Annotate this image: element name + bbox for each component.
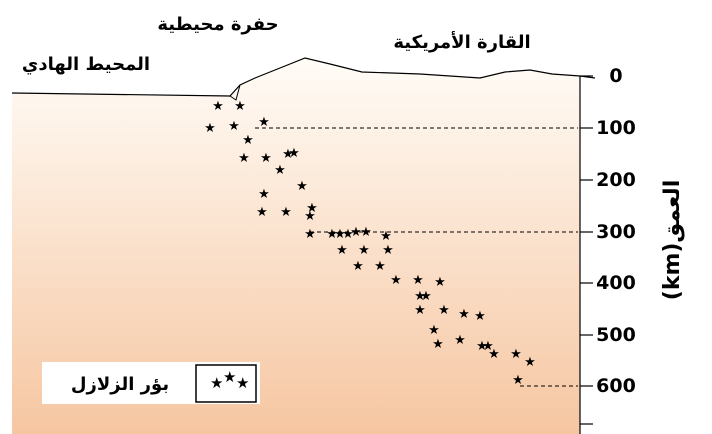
earthquake-focus-star: ★ — [454, 333, 466, 348]
surface-profile-line — [11, 57, 596, 97]
earthquake-focus-star: ★ — [234, 99, 246, 114]
earthquake-focus-star: ★ — [414, 289, 426, 304]
earthquake-focus-star: ★ — [288, 146, 300, 161]
depth-axis-title: (km)العمق — [660, 180, 685, 300]
legend-star-icon: ★ — [210, 374, 223, 392]
earthquake-focus-star: ★ — [306, 201, 318, 216]
earthquake-focus-star: ★ — [414, 303, 426, 318]
earthquake-focus-star: ★ — [242, 133, 254, 148]
earthquake-focus-star: ★ — [334, 227, 346, 242]
earthquake-focus-star: ★ — [258, 187, 270, 202]
tick-label-400: 400 — [596, 272, 636, 294]
tick-label-600: 600 — [596, 375, 636, 397]
earthquake-focus-star: ★ — [274, 163, 286, 178]
label-american-continent: القارة الأمريكية — [393, 31, 530, 53]
earthquake-focus-star: ★ — [474, 309, 486, 324]
earthquake-focus-star: ★ — [412, 273, 424, 288]
legend: ★ ★ ★ بؤر الزلازل — [42, 362, 260, 404]
legend-label: بؤر الزلازل — [71, 374, 169, 395]
earthquake-focus-star: ★ — [260, 151, 272, 166]
earthquake-focus-star: ★ — [458, 307, 470, 322]
earthquake-focus-star: ★ — [380, 229, 392, 244]
earthquake-focus-star: ★ — [438, 303, 450, 318]
depth-tick-labels: 0 100 200 300 400 500 600 — [596, 65, 636, 397]
earthquake-focus-star: ★ — [524, 355, 536, 370]
earthquake-focus-star: ★ — [352, 259, 364, 274]
earthquake-focus-star: ★ — [512, 373, 524, 388]
earthquake-focus-star: ★ — [228, 119, 240, 134]
earthquake-focus-star: ★ — [482, 339, 494, 354]
tick-label-0: 0 — [609, 65, 622, 87]
earthquake-focus-star: ★ — [374, 259, 386, 274]
earthquake-focus-star: ★ — [296, 179, 308, 194]
earthquake-focus-star: ★ — [256, 205, 268, 220]
earthquake-focus-star: ★ — [304, 227, 316, 242]
earthquake-focus-star: ★ — [304, 209, 316, 224]
legend-star-icon: ★ — [236, 374, 249, 392]
earthquake-focus-star: ★ — [238, 151, 250, 166]
earthquake-focus-star: ★ — [390, 273, 402, 288]
label-oceanic-trench: حفرة محيطية — [157, 14, 278, 35]
earthquake-foci: ★★★★★★★★★★★★★★★★★★★★★★★★★★★★★★★★★★★★★★★★… — [204, 99, 536, 388]
earthquake-focus-star: ★ — [280, 205, 292, 220]
tick-label-200: 200 — [596, 169, 636, 191]
earthquake-focus-star: ★ — [428, 323, 440, 338]
earthquake-focus-star: ★ — [420, 289, 432, 304]
trench-notch — [229, 84, 241, 101]
earthquake-focus-star: ★ — [342, 227, 354, 242]
tick-label-100: 100 — [596, 117, 636, 139]
earthquake-focus-star: ★ — [336, 243, 348, 258]
earthquake-focus-star: ★ — [360, 225, 372, 240]
earthquake-focus-star: ★ — [326, 227, 338, 242]
earthquake-focus-star: ★ — [358, 243, 370, 258]
earthquake-focus-star: ★ — [212, 99, 224, 114]
tick-label-500: 500 — [596, 324, 636, 346]
earthquake-focus-star: ★ — [282, 147, 294, 162]
legend-symbol-box — [195, 364, 257, 403]
depth-axis-ticks — [580, 75, 593, 425]
earthquake-focus-star: ★ — [434, 275, 446, 290]
earth-cross-section — [12, 58, 580, 434]
earthquake-focus-star: ★ — [510, 347, 522, 362]
earthquake-focus-star: ★ — [432, 337, 444, 352]
earthquake-focus-star: ★ — [204, 121, 216, 136]
earthquake-focus-star: ★ — [476, 339, 488, 354]
label-pacific-ocean: المحيط الهادي — [22, 54, 150, 75]
earthquake-focus-star: ★ — [382, 243, 394, 258]
earthquake-focus-star: ★ — [350, 225, 362, 240]
tick-label-300: 300 — [596, 221, 636, 243]
earthquake-focus-star: ★ — [258, 115, 270, 130]
earthquake-focus-star: ★ — [488, 347, 500, 362]
legend-star-icon: ★ — [223, 368, 236, 386]
